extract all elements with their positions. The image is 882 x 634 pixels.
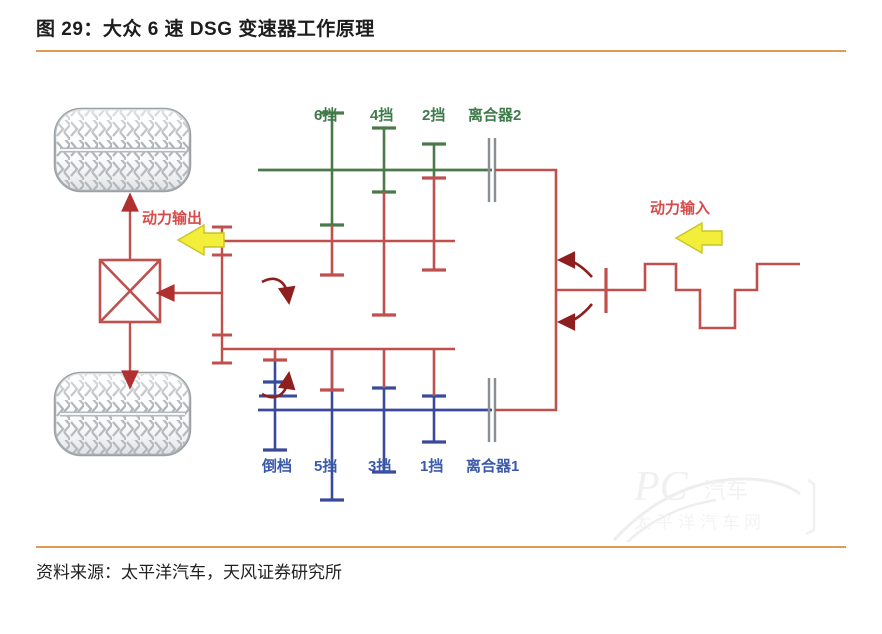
power-input-arrow — [674, 221, 723, 255]
source-divider — [36, 546, 846, 548]
svg-text:太平洋汽车网: 太平洋汽车网 — [634, 513, 766, 532]
rotation-arrow-input-down — [556, 303, 593, 331]
input-shaft-spline — [625, 262, 800, 330]
label-power-output: 动力输出 — [142, 210, 203, 227]
dsg-schematic-svg: PC 汽车 太平洋汽车网 — [53, 107, 816, 542]
rotation-arrow-input-up — [556, 251, 593, 278]
gear-pair-4 — [372, 126, 396, 317]
label-gear-reverse: 倒档 — [262, 458, 293, 475]
wheel-top — [53, 107, 192, 193]
label-gear-1: 1挡 — [420, 458, 444, 475]
wheel-bottom — [53, 371, 192, 457]
label-clutch-2: 离合器2 — [468, 107, 522, 124]
gear-pair-2 — [422, 142, 446, 272]
output-shafts-red — [212, 225, 455, 365]
svg-text:汽车: 汽车 — [704, 478, 748, 503]
gear-pair-3 — [372, 349, 396, 474]
dsg-diagram: PC 汽车 太平洋汽车网 — [0, 60, 882, 542]
figure-source: 资料来源：太平洋汽车，天风证券研究所 — [36, 563, 342, 582]
label-gear-4: 4挡 — [370, 107, 394, 124]
page-title: 图 29：大众 6 速 DSG 变速器工作原理 — [36, 19, 375, 40]
svg-text:PC: PC — [633, 464, 689, 510]
gear-pair-6 — [320, 111, 344, 277]
gear-pair-reverse — [259, 349, 297, 452]
green-input-shaft — [258, 111, 492, 317]
title-divider — [36, 50, 846, 52]
differential-unit — [98, 192, 222, 390]
label-clutch-1: 离合器1 — [466, 458, 520, 475]
rotation-arrows — [261, 251, 593, 399]
label-power-input: 动力输入 — [650, 200, 711, 217]
rotation-arrow-upper-left — [261, 277, 296, 306]
rotation-arrow-lower-left — [261, 370, 296, 399]
label-gear-6: 6挡 — [314, 107, 338, 124]
blue-input-shaft — [258, 349, 492, 502]
input-shaft — [604, 262, 800, 330]
gear-pair-1 — [422, 349, 446, 444]
watermark: PC 汽车 太平洋汽车网 — [612, 464, 816, 542]
label-gear-2: 2挡 — [422, 107, 446, 124]
power-output-arrow — [176, 223, 225, 257]
gear-pair-5 — [320, 349, 344, 502]
input-linkage — [495, 168, 625, 412]
label-gear-3: 3挡 — [368, 458, 392, 475]
label-gear-5: 5挡 — [314, 458, 338, 475]
